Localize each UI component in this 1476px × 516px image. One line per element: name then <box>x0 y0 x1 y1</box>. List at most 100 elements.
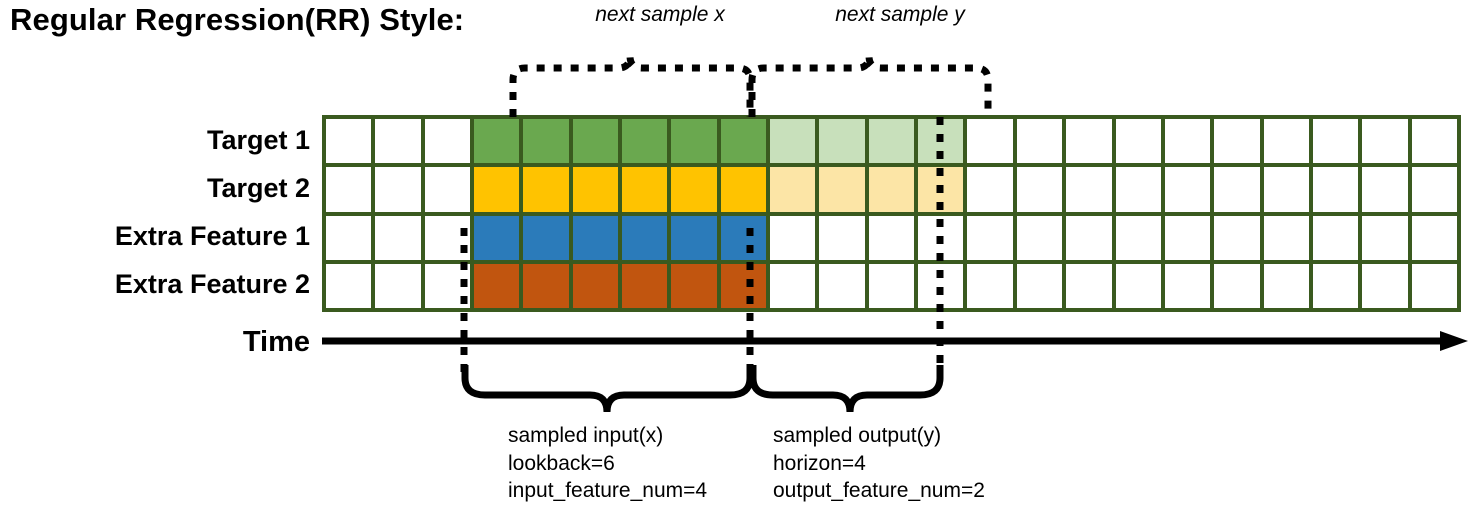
grid-cell <box>572 167 619 212</box>
grid-cell <box>1115 263 1161 308</box>
grid-cell <box>1362 263 1408 308</box>
grid-cell <box>770 167 816 212</box>
grid-cell <box>622 263 668 308</box>
grid-cell <box>868 119 915 164</box>
grid-cell <box>424 215 471 260</box>
grid-cell <box>572 119 619 164</box>
grid-cell <box>326 119 372 164</box>
grid-cell <box>1411 167 1457 212</box>
caption-sampled-output: sampled output(y) horizon=4 output_featu… <box>773 422 985 505</box>
row-label-target2: Target 2 <box>206 173 310 203</box>
grid-cell <box>770 263 816 308</box>
grid-cell <box>967 215 1013 260</box>
grid-cell <box>720 215 767 260</box>
grid-row-feature1 <box>326 215 1457 260</box>
grid-cell <box>424 119 471 164</box>
grid-cell <box>1214 119 1260 164</box>
brace-next-sample-y <box>748 55 992 117</box>
axis-label-time: Time <box>242 326 310 358</box>
grid-cell <box>572 263 619 308</box>
grid-cell <box>474 119 520 164</box>
grid-cell <box>375 263 421 308</box>
grid-cell <box>1214 263 1260 308</box>
grid-row-feature2 <box>326 263 1457 308</box>
caption-sampled-input-line1: sampled input(x) <box>508 424 664 447</box>
grid-cell <box>474 215 520 260</box>
grid-cell <box>868 167 915 212</box>
grid-cell <box>918 167 964 212</box>
grid-cell <box>1411 263 1457 308</box>
caption-sampled-input-line2: lookback=6 <box>508 451 615 475</box>
row-label-feature2: Extra Feature 2 <box>114 269 310 299</box>
grid-cell <box>1066 119 1112 164</box>
grid-cell <box>1164 263 1211 308</box>
row-label-target1: Target 1 <box>206 125 310 155</box>
grid-cell <box>671 215 717 260</box>
grid-cell <box>918 215 964 260</box>
grid-cell <box>1164 119 1211 164</box>
grid-cell <box>720 167 767 212</box>
grid-cell <box>375 215 421 260</box>
grid-cell <box>1263 215 1309 260</box>
grid-cell <box>967 119 1013 164</box>
brace-sampled-output <box>749 365 944 413</box>
page-title: Regular Regression(RR) Style: <box>10 2 465 37</box>
grid-cell <box>819 119 865 164</box>
grid-cell <box>967 263 1013 308</box>
grid-cell <box>671 167 717 212</box>
grid-cell <box>1263 167 1309 212</box>
grid-cell <box>1115 119 1161 164</box>
caption-sampled-output-line2: horizon=4 <box>773 451 866 475</box>
grid-cell <box>1214 215 1260 260</box>
caption-next-sample-y: next sample y <box>835 3 965 26</box>
grid-cell <box>967 167 1013 212</box>
grid-cell <box>1411 119 1457 164</box>
brace-sampled-input <box>461 365 754 413</box>
grid-cell <box>868 215 915 260</box>
grid-cell <box>523 119 569 164</box>
grid-cell <box>1263 119 1309 164</box>
grid-row-target1 <box>326 119 1457 164</box>
grid-cell <box>1312 263 1359 308</box>
grid-cell <box>671 119 717 164</box>
grid-cell <box>375 119 421 164</box>
grid-cell <box>622 167 668 212</box>
grid-cell <box>474 167 520 212</box>
grid-cell <box>1016 263 1063 308</box>
grid-cell <box>326 167 372 212</box>
caption-sampled-output-line1: sampled output(y) <box>773 424 942 447</box>
grid-row-target2 <box>326 167 1457 212</box>
grid-cell <box>770 215 816 260</box>
grid-cell <box>1411 215 1457 260</box>
time-axis-arrow <box>322 331 1468 351</box>
grid-cell <box>326 263 372 308</box>
grid-cell <box>1362 215 1408 260</box>
grid-cell <box>1362 167 1408 212</box>
grid-cell <box>1115 215 1161 260</box>
grid-cell <box>720 263 767 308</box>
grid-cell <box>671 263 717 308</box>
timeline-grid <box>322 115 1461 312</box>
caption-sampled-input-line3: input_feature_num=4 <box>508 479 708 503</box>
grid-cell <box>523 215 569 260</box>
grid-cell <box>326 215 372 260</box>
grid-cell <box>1016 167 1063 212</box>
grid-cell <box>819 263 865 308</box>
grid-cell <box>819 215 865 260</box>
grid-cell <box>523 167 569 212</box>
grid-cell <box>375 167 421 212</box>
grid-cell <box>474 263 520 308</box>
grid-cell <box>622 215 668 260</box>
grid-cell <box>868 263 915 308</box>
grid-cell <box>1312 167 1359 212</box>
grid-cell <box>1263 263 1309 308</box>
grid-cell <box>720 119 767 164</box>
brace-next-sample-x <box>509 55 754 117</box>
grid-cell <box>1214 167 1260 212</box>
grid-cell <box>770 119 816 164</box>
grid-cell <box>918 119 964 164</box>
grid-cell <box>1312 215 1359 260</box>
grid-cell <box>1115 167 1161 212</box>
grid-cell <box>1016 119 1063 164</box>
